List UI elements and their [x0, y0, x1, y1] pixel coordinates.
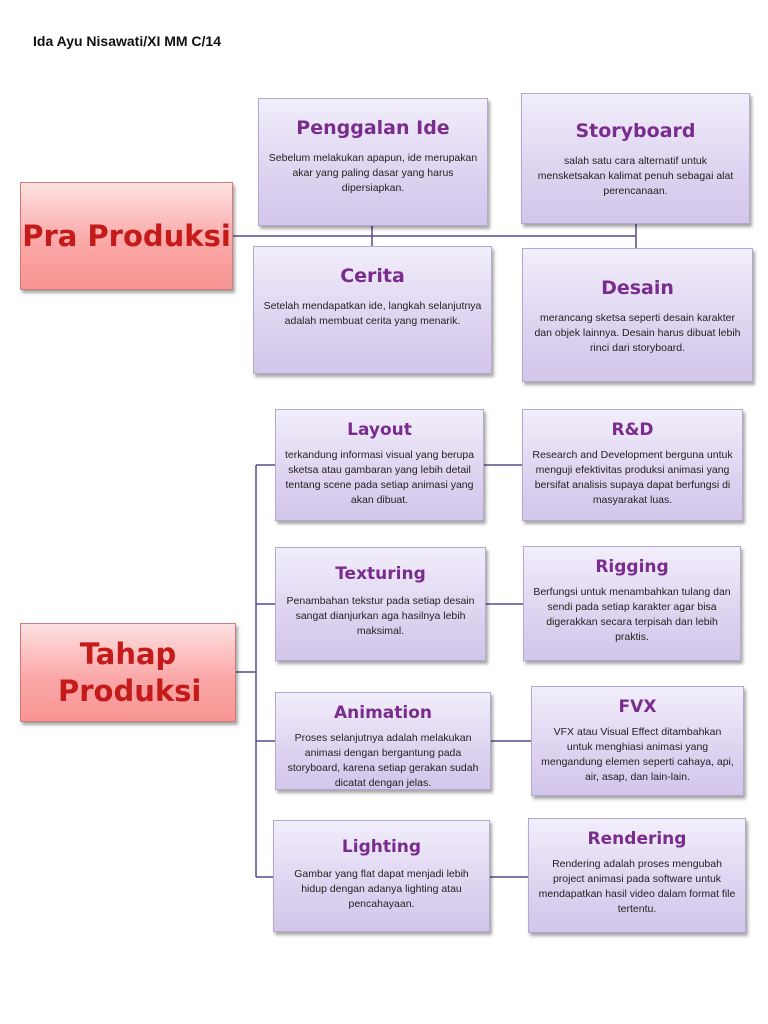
cerita-title: Cerita	[340, 265, 405, 287]
layout-box: Layout terkandung informasi visual yang …	[275, 409, 484, 521]
texturing-title: Texturing	[335, 564, 426, 584]
desain-desc: merancang sketsa seperti desain karakter…	[534, 312, 741, 354]
lighting-desc: Gambar yang flat dapat menjadi lebih hid…	[294, 868, 469, 910]
storyboard-title: Storyboard	[575, 120, 696, 142]
desain-box: Desain merancang sketsa seperti desain k…	[522, 248, 753, 382]
penggalan-ide-desc: Sebelum melakukan apapun, ide merupakan …	[268, 152, 478, 194]
animation-desc: Proses selanjutnya adalah melakukan anim…	[287, 732, 479, 789]
rigging-desc: Berfungsi untuk menambahkan tulang dan s…	[533, 586, 731, 643]
storyboard-desc: salah satu cara alternatif untuk mensket…	[537, 155, 734, 197]
rendering-desc: Rendering adalah proses mengubah project…	[538, 858, 736, 915]
rnd-box: R&D Research and Development berguna unt…	[522, 409, 743, 521]
texturing-desc: Penambahan tekstur pada setiap desain sa…	[286, 595, 475, 637]
rnd-desc: Research and Development berguna untuk m…	[532, 449, 733, 506]
animation-box: Animation Proses selanjutnya adalah mela…	[275, 692, 491, 790]
texturing-box: Texturing Penambahan tekstur pada setiap…	[275, 547, 486, 661]
layout-desc: terkandung informasi visual yang berupa …	[284, 449, 475, 506]
rigging-box: Rigging Berfungsi untuk menambahkan tula…	[523, 546, 741, 661]
fvx-box: FVX VFX atau Visual Effect ditambahkan u…	[531, 686, 744, 796]
tahap-produksi-box: Tahap Produksi	[20, 623, 236, 722]
tahap-produksi-title: Tahap Produksi	[58, 636, 202, 708]
rnd-title: R&D	[611, 420, 654, 440]
layout-title: Layout	[347, 420, 412, 440]
cerita-box: Cerita Setelah mendapatkan ide, langkah …	[253, 246, 492, 374]
cerita-desc: Setelah mendapatkan ide, langkah selanju…	[263, 300, 482, 327]
penggalan-ide-title: Penggalan Ide	[296, 117, 450, 139]
pra-produksi-title: Pra Produksi	[22, 218, 231, 253]
rigging-title: Rigging	[595, 557, 669, 577]
desain-title: Desain	[601, 277, 674, 299]
pra-produksi-box: Pra Produksi	[20, 182, 233, 290]
fvx-title: FVX	[618, 697, 657, 717]
rendering-title: Rendering	[587, 829, 687, 849]
author-label: Ida Ayu Nisawati/XI MM C/14	[33, 33, 222, 49]
animation-title: Animation	[333, 703, 432, 723]
rendering-box: Rendering Rendering adalah proses mengub…	[528, 818, 746, 933]
storyboard-box: Storyboard salah satu cara alternatif un…	[521, 93, 750, 224]
penggalan-ide-box: Penggalan Ide Sebelum melakukan apapun, …	[258, 98, 488, 226]
fvx-desc: VFX atau Visual Effect ditambahkan untuk…	[541, 726, 734, 783]
lighting-title: Lighting	[341, 837, 422, 857]
lighting-box: Lighting Gambar yang flat dapat menjadi …	[273, 820, 490, 932]
